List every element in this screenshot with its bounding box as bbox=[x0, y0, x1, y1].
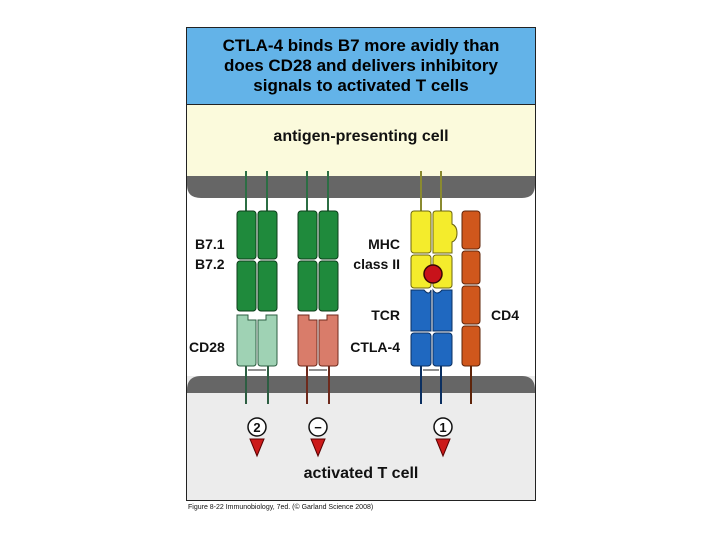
label-ctla4: CTLA-4 bbox=[350, 339, 400, 355]
tcr-domain bbox=[432, 332, 453, 367]
tcell-label: activated T cell bbox=[304, 465, 419, 482]
signal-1-arrow bbox=[435, 438, 451, 458]
signal-2-circle bbox=[247, 417, 267, 437]
peptide bbox=[423, 264, 443, 284]
label-b72: B7.2 bbox=[195, 256, 225, 272]
tcr-domain bbox=[432, 288, 453, 332]
apc-label: antigen-presenting cell bbox=[273, 128, 448, 145]
tcr-domain bbox=[410, 289, 432, 332]
apc-membrane bbox=[187, 176, 535, 198]
b7-domain bbox=[297, 210, 318, 260]
signal-1-circle bbox=[433, 417, 453, 437]
tcell-membrane bbox=[187, 376, 535, 393]
b7-domain bbox=[257, 260, 278, 312]
b7-domain bbox=[236, 210, 257, 260]
label-mhc: MHC bbox=[368, 236, 400, 252]
cd28-domain bbox=[236, 314, 257, 367]
label-class-ii: class II bbox=[353, 256, 400, 272]
b7-domain bbox=[318, 260, 339, 312]
label-cd4: CD4 bbox=[491, 307, 519, 323]
figure-frame: CTLA-4 binds B7 more avidly than does CD… bbox=[186, 27, 536, 501]
label-tcr: TCR bbox=[371, 307, 400, 323]
cd4-domain bbox=[461, 210, 481, 250]
apc-region bbox=[187, 105, 535, 185]
b7-domain bbox=[257, 210, 278, 260]
signal-2-arrow bbox=[249, 438, 265, 458]
label-b71: B7.1 bbox=[195, 236, 225, 252]
mhc-domain bbox=[410, 210, 432, 254]
b7-domain bbox=[318, 210, 339, 260]
tcr-domain bbox=[410, 332, 432, 367]
title-box: CTLA-4 binds B7 more avidly than does CD… bbox=[187, 28, 535, 105]
b7-domain bbox=[236, 260, 257, 312]
diagram-canvas: antigen-presenting cell activated T cell bbox=[187, 105, 535, 500]
figure-caption: Figure 8-22 Immunobiology, 7ed. (© Garla… bbox=[188, 504, 374, 511]
cd4-domain bbox=[461, 250, 481, 285]
signal-minus-arrow bbox=[310, 438, 326, 458]
signal-2-label: 2 bbox=[253, 420, 260, 435]
ctla4-domain bbox=[297, 314, 318, 367]
cd4-domain bbox=[461, 285, 481, 325]
signal-1-label: 1 bbox=[439, 420, 446, 435]
mhc-domain bbox=[432, 210, 458, 254]
signal-minus-label: − bbox=[314, 420, 322, 435]
cd28-domain bbox=[257, 314, 278, 367]
ctla4-domain bbox=[318, 314, 339, 367]
b7-domain bbox=[297, 260, 318, 312]
figure-title: CTLA-4 binds B7 more avidly than does CD… bbox=[222, 36, 500, 95]
signal-minus-circle bbox=[308, 417, 328, 437]
label-cd28: CD28 bbox=[189, 339, 225, 355]
cd4-domain bbox=[461, 325, 481, 367]
